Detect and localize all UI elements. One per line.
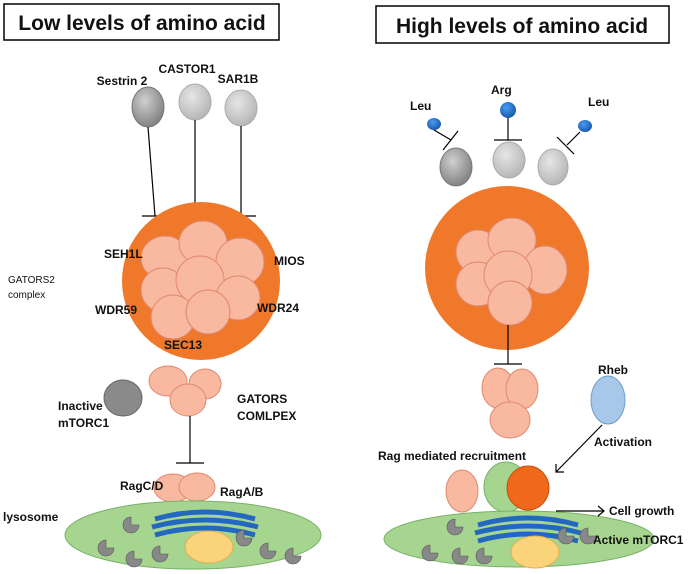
rheb-protein <box>590 375 626 425</box>
active-mtorc1-label: Active mTORC1 <box>593 533 684 547</box>
sar1b-released <box>537 148 569 186</box>
amino-acid-leu-2 <box>556 120 592 155</box>
sar1b-label: SAR1B <box>218 72 259 86</box>
left-title: Low levels of amino acid <box>18 12 265 35</box>
sar1b-protein <box>224 89 258 127</box>
ragab-label: RagA/B <box>220 485 264 499</box>
sestrin2-released <box>439 147 473 187</box>
right-panel: High levels of amino acid Leu Arg Leu <box>375 5 684 569</box>
gator2-complex-label: complex <box>8 290 45 301</box>
amino-acid-leu-1 <box>427 118 459 151</box>
gator1-label-2: COMLPEX <box>237 409 296 423</box>
castor1-released <box>492 141 526 179</box>
sestrin2-label: Sestrin 2 <box>97 74 148 88</box>
mtorc1-label: mTORC1 <box>58 416 109 430</box>
activation-arrow <box>555 424 603 473</box>
inhibition-lines-left <box>142 120 256 217</box>
cell-growth-arrow <box>556 505 605 517</box>
gator1-label: GATORS <box>237 392 287 406</box>
ragcd-label: RagC/D <box>120 479 164 493</box>
castor1-label: CASTOR1 <box>158 62 215 76</box>
golgi-left <box>151 509 259 538</box>
wdr24-label: WDR24 <box>257 301 299 315</box>
right-title: High levels of amino acid <box>396 15 648 38</box>
castor1-protein <box>178 83 212 121</box>
gator2-subunits-left <box>140 220 265 340</box>
gator2-label: GATORS2 <box>8 275 55 286</box>
inhibition-gator2-gator1 <box>494 325 522 365</box>
seh1l-label: SEH1L <box>104 247 143 261</box>
rag-ragcd-right <box>445 469 479 513</box>
recruitment-label: Rag mediated recruitment <box>378 449 526 463</box>
leu-label-2: Leu <box>588 95 609 109</box>
inhibition-gator1-rag <box>176 416 204 464</box>
nucleus-left <box>184 530 234 564</box>
leu-label-1: Leu <box>410 99 431 113</box>
rag-heterodimer-left <box>153 472 216 503</box>
active-mtorc1-ball <box>506 465 550 511</box>
wdr59-label: WDR59 <box>95 303 137 317</box>
sec13-label: SEC13 <box>164 338 202 352</box>
cell-growth-label: Cell growth <box>609 504 674 518</box>
gator1-complex-right <box>481 367 539 439</box>
inactive-label: Inactive <box>58 399 103 413</box>
pacman-shapes-left <box>97 516 302 568</box>
left-panel: Low levels of amino acid Sestrin 2 CASTO… <box>3 3 322 570</box>
amino-acid-arg <box>494 102 522 141</box>
pacman-shapes-right <box>421 518 597 565</box>
gator1-complex-left <box>148 365 222 417</box>
arg-label: Arg <box>491 83 512 97</box>
right-title-box <box>375 5 670 44</box>
rheb-label: Rheb <box>598 363 628 377</box>
activation-label: Activation <box>594 435 652 449</box>
left-title-box <box>3 3 280 41</box>
sestrin2-protein <box>131 86 165 128</box>
mios-label: MIOS <box>274 254 305 268</box>
nucleus-right <box>510 535 560 569</box>
lysosome-label: lysosome <box>3 510 59 524</box>
gator2-subunits-right <box>455 217 568 326</box>
inactive-mtorc1 <box>103 379 143 417</box>
